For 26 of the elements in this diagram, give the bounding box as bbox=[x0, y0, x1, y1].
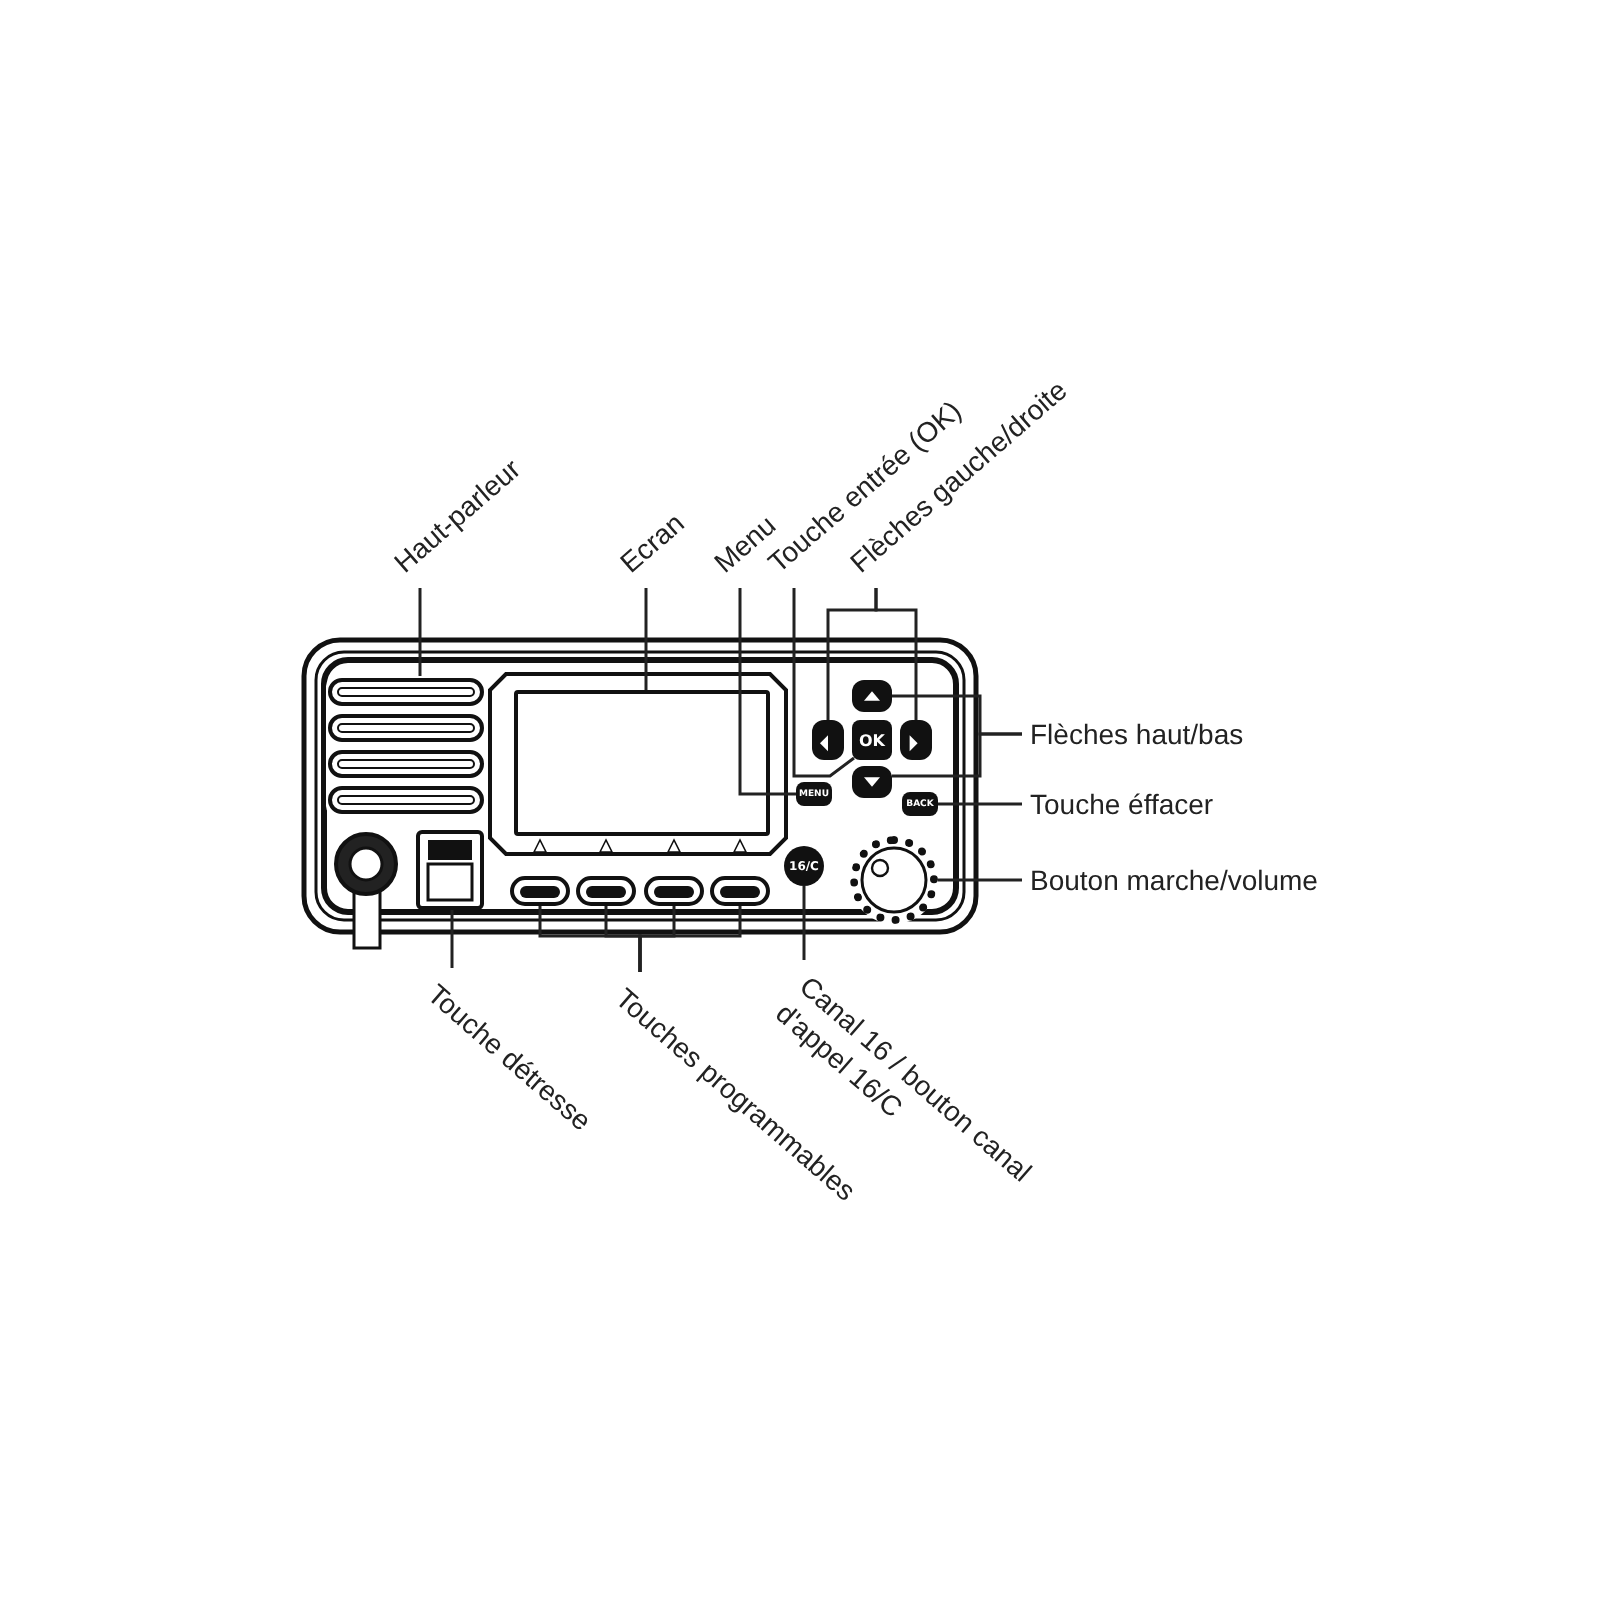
callout-label: Bouton marche/volume bbox=[1030, 862, 1318, 898]
distress-button bbox=[416, 830, 484, 910]
soft-key bbox=[576, 876, 636, 906]
ok-button: OK bbox=[852, 720, 892, 760]
left-arrow-key bbox=[812, 720, 844, 760]
leader-line bbox=[638, 906, 742, 972]
display-screen bbox=[514, 690, 770, 836]
callout-label: Touche éffacer bbox=[1030, 786, 1214, 822]
right-arrow-key bbox=[900, 720, 932, 760]
down-arrow-key bbox=[852, 766, 892, 798]
leader-line bbox=[644, 588, 648, 690]
leader-line bbox=[938, 802, 1022, 806]
soft-key bbox=[710, 876, 770, 906]
speaker-grille bbox=[326, 676, 486, 816]
soft-key bbox=[644, 876, 704, 906]
leader-line bbox=[450, 910, 454, 968]
leader-line bbox=[792, 588, 855, 778]
callout-label: Flèches haut/bas bbox=[1030, 716, 1244, 752]
soft-key bbox=[510, 876, 570, 906]
leader-line bbox=[874, 588, 918, 720]
leader-line bbox=[938, 878, 1022, 882]
leader-line bbox=[418, 588, 422, 676]
leader-line bbox=[738, 588, 796, 796]
up-arrow-key bbox=[852, 680, 892, 712]
leader-line bbox=[892, 732, 1022, 778]
leader-line bbox=[802, 886, 806, 960]
